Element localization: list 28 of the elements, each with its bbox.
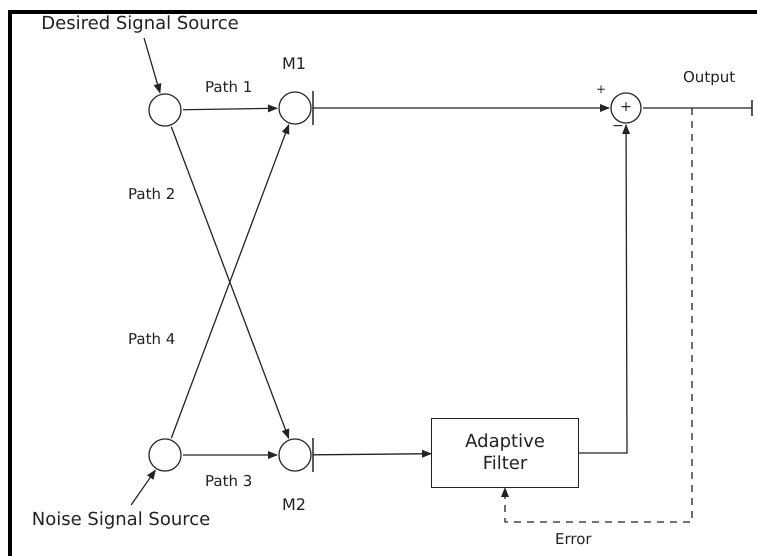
microphone-label: M1 bbox=[282, 54, 306, 74]
sign-label: − bbox=[612, 118, 624, 135]
signal-circle bbox=[148, 438, 182, 472]
microphone-label: M2 bbox=[282, 495, 306, 514]
signal-circle bbox=[610, 92, 642, 124]
sign-label: + bbox=[596, 82, 606, 96]
node-label: Desired Signal Source bbox=[41, 12, 239, 36]
dashed-feedback-arrow bbox=[501, 108, 693, 523]
sign-symbol: + bbox=[620, 99, 632, 117]
node-label: Adaptive Filter bbox=[464, 430, 546, 476]
arrow bbox=[183, 451, 278, 459]
filter-block bbox=[431, 418, 579, 488]
edge-label: Error bbox=[555, 530, 592, 548]
edge-label: Path 1 bbox=[205, 78, 252, 96]
arrow bbox=[579, 124, 630, 454]
edge-label: Output bbox=[683, 68, 736, 86]
arrow bbox=[313, 104, 610, 112]
signal-circle bbox=[278, 438, 312, 472]
arrow bbox=[130, 469, 156, 506]
edge-label: Path 3 bbox=[205, 472, 252, 490]
arrow bbox=[313, 450, 432, 458]
arrow bbox=[182, 104, 278, 112]
arrow bbox=[143, 38, 162, 94]
signal-circle bbox=[148, 93, 182, 127]
node-label: Noise Signal Source bbox=[32, 508, 210, 532]
edge-label: Path 4 bbox=[128, 330, 176, 348]
signal-circle bbox=[278, 91, 312, 125]
edge-label: Path 2 bbox=[128, 185, 176, 203]
